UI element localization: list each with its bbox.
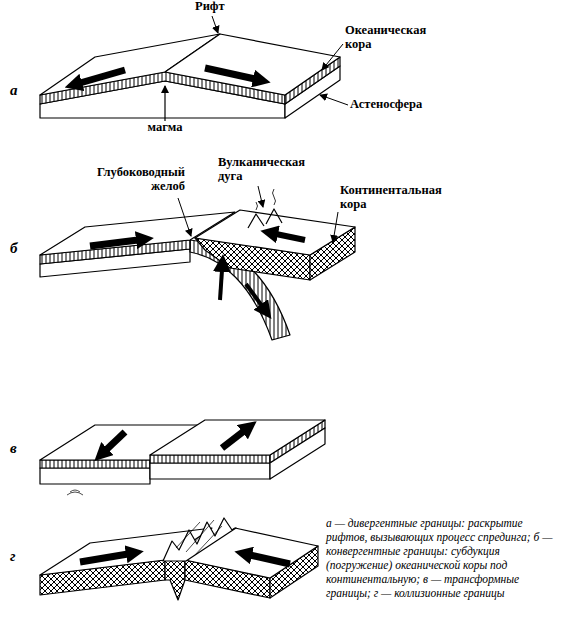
panel-letter: а [10,82,30,99]
callout-label: Вулканическая дуга [218,156,318,184]
figure-caption: а — дивергентные границы: раскрытие рифт… [326,516,562,600]
subduction-block [40,186,355,340]
callout-label: Рифт [195,0,245,14]
panel-letter: г [10,548,30,565]
panel-letter: б [10,240,30,257]
callout-label: Континентальная кора [340,184,460,212]
callout-label: магма [140,121,190,135]
divergent-block [40,16,348,121]
collision-block [40,518,318,600]
callout-label: Глубоководный желоб [70,166,185,194]
callout-label: Океаническая кора [345,24,445,52]
panel-letter: в [10,440,30,457]
transform-block [40,420,325,495]
callout-label: Астеносфера [350,98,460,112]
